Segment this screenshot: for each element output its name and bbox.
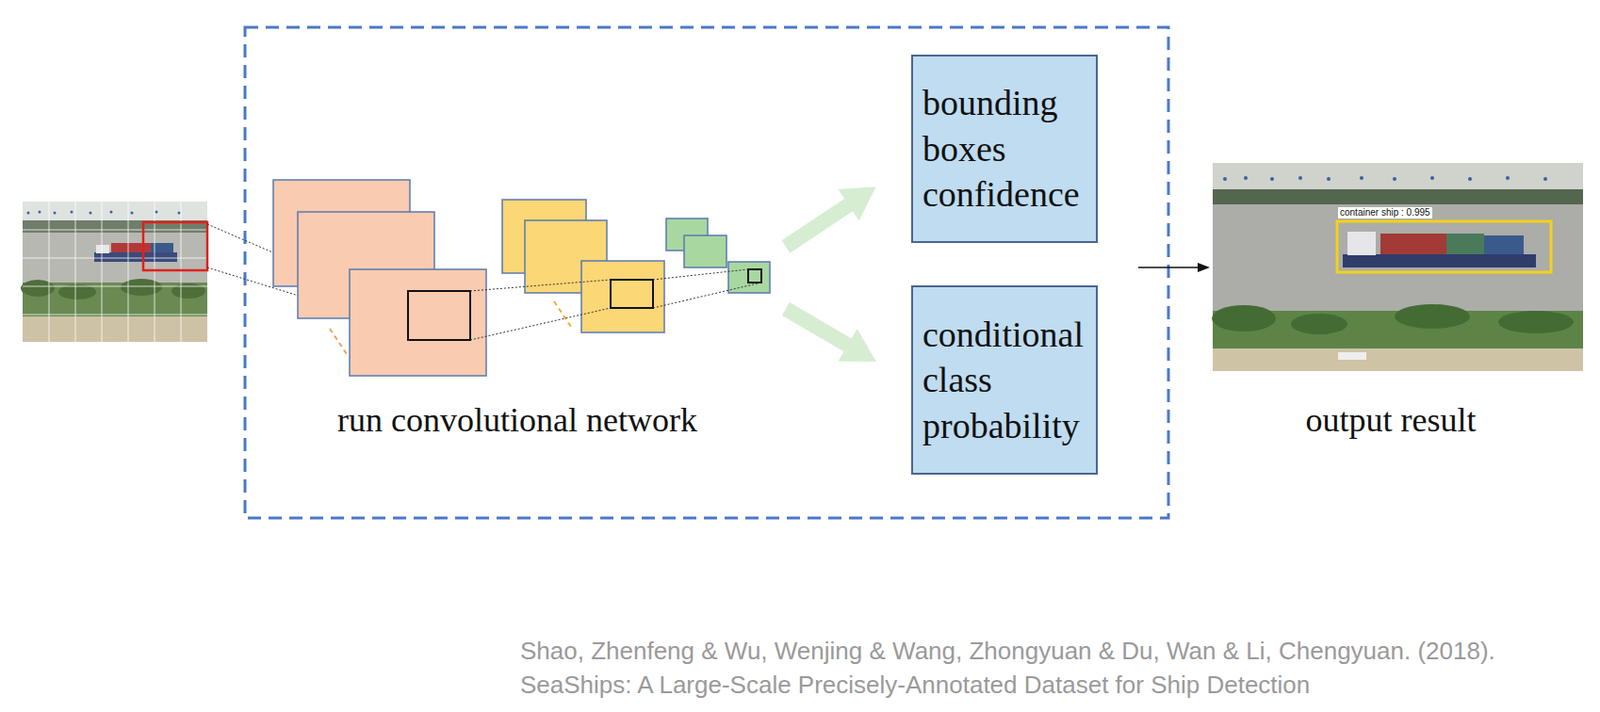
result-arrow — [1138, 266, 1199, 269]
feature-maps-3 — [666, 218, 770, 294]
kernel-window — [610, 279, 654, 309]
box-text: bounding boxes confidence — [922, 80, 1087, 218]
detection-label: container ship : 0.995 — [1338, 207, 1433, 219]
feature-maps-1 — [273, 179, 487, 376]
ellipsis-dash — [554, 301, 572, 327]
kernel-window — [408, 291, 471, 341]
box-text: conditional class probability — [922, 311, 1087, 450]
output-box: bounding boxes confidence — [911, 54, 1098, 244]
output-image — [1211, 163, 1584, 372]
branch-arrow — [775, 171, 887, 263]
branch-arrow — [776, 293, 886, 379]
ellipsis-dash — [329, 328, 347, 355]
feature-maps-2 — [502, 199, 665, 333]
network-frame — [244, 27, 1169, 519]
output-box: conditional class probability — [911, 285, 1098, 475]
input-image — [20, 201, 208, 343]
result-arrowhead — [1197, 262, 1210, 273]
receptive-field-lines — [470, 269, 762, 341]
kernel-window — [748, 269, 762, 283]
stage-label: run convolutional network — [337, 400, 698, 441]
citation-caption: Shao, Zhenfeng & Wu, Wenjing & Wang, Zho… — [520, 634, 1576, 703]
stage-label: output result — [1306, 400, 1477, 441]
